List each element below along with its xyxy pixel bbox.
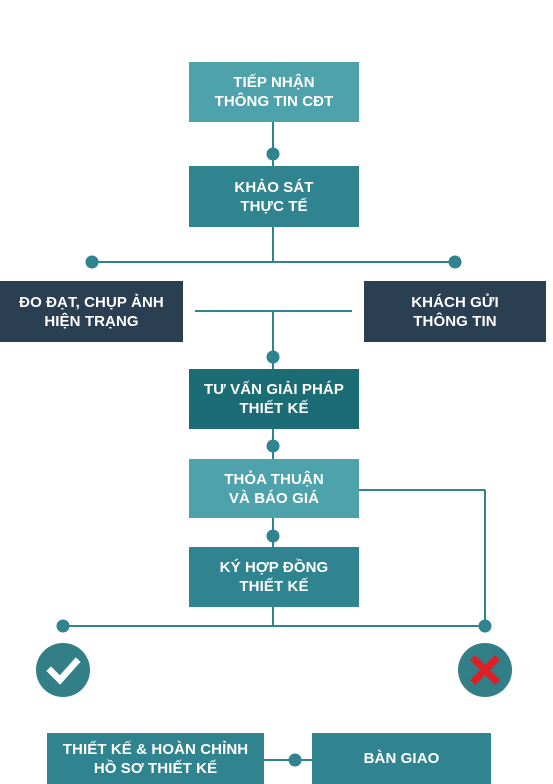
node-do-dat: ĐO ĐẠT, CHỤP ẢNH HIỆN TRẠNG xyxy=(0,281,183,342)
connector-dot xyxy=(56,619,70,633)
node-tu-van: TƯ VẤN GIẢI PHÁP THIẾT KẾ xyxy=(189,369,359,429)
node-khach-gui: KHÁCH GỬI THÔNG TIN xyxy=(364,281,546,342)
node-khao-sat: KHẢO SÁT THỰC TẾ xyxy=(189,166,359,227)
check-icon xyxy=(46,657,81,685)
connector-dot xyxy=(266,147,280,161)
node-ky-hop-dong-label: KÝ HỢP ĐỒNG THIẾT KẾ xyxy=(219,559,329,595)
node-ban-giao-label: BÀN GIAO xyxy=(363,750,440,767)
reject-badge xyxy=(458,643,512,697)
connector-dot xyxy=(288,753,302,767)
connector-dot xyxy=(448,255,462,269)
node-khach-gui-label: KHÁCH GỬI THÔNG TIN xyxy=(411,293,499,330)
node-do-dat-label: ĐO ĐẠT, CHỤP ẢNH HIỆN TRẠNG xyxy=(19,293,164,330)
node-thiet-ke-label: THIẾT KẾ & HOÀN CHỈNH HỒ SƠ THIẾT KẾ xyxy=(62,740,249,777)
node-ky-hop-dong: KÝ HỢP ĐỒNG THIẾT KẾ xyxy=(189,547,359,607)
connector-dot xyxy=(85,255,99,269)
node-tu-van-label: TƯ VẤN GIẢI PHÁP THIẾT KẾ xyxy=(204,381,344,417)
connector-dot xyxy=(478,619,492,633)
node-ban-giao: BÀN GIAO xyxy=(312,733,491,784)
node-khao-sat-label: KHẢO SÁT THỰC TẾ xyxy=(234,178,314,215)
node-thiet-ke: THIẾT KẾ & HOÀN CHỈNH HỒ SƠ THIẾT KẾ xyxy=(47,733,264,784)
cross-icon xyxy=(470,655,500,685)
node-tiep-nhan: TIẾP NHẬN THÔNG TIN CĐT xyxy=(189,62,359,122)
node-tiep-nhan-label: TIẾP NHẬN THÔNG TIN CĐT xyxy=(214,74,334,110)
accept-badge xyxy=(36,643,90,697)
node-thoa-thuan: THỎA THUẬN VÀ BÁO GIÁ xyxy=(189,459,359,518)
connector-dot xyxy=(266,350,280,364)
connector-dot xyxy=(266,439,280,453)
connector-dot xyxy=(266,529,280,543)
node-thoa-thuan-label: THỎA THUẬN VÀ BÁO GIÁ xyxy=(224,470,324,507)
